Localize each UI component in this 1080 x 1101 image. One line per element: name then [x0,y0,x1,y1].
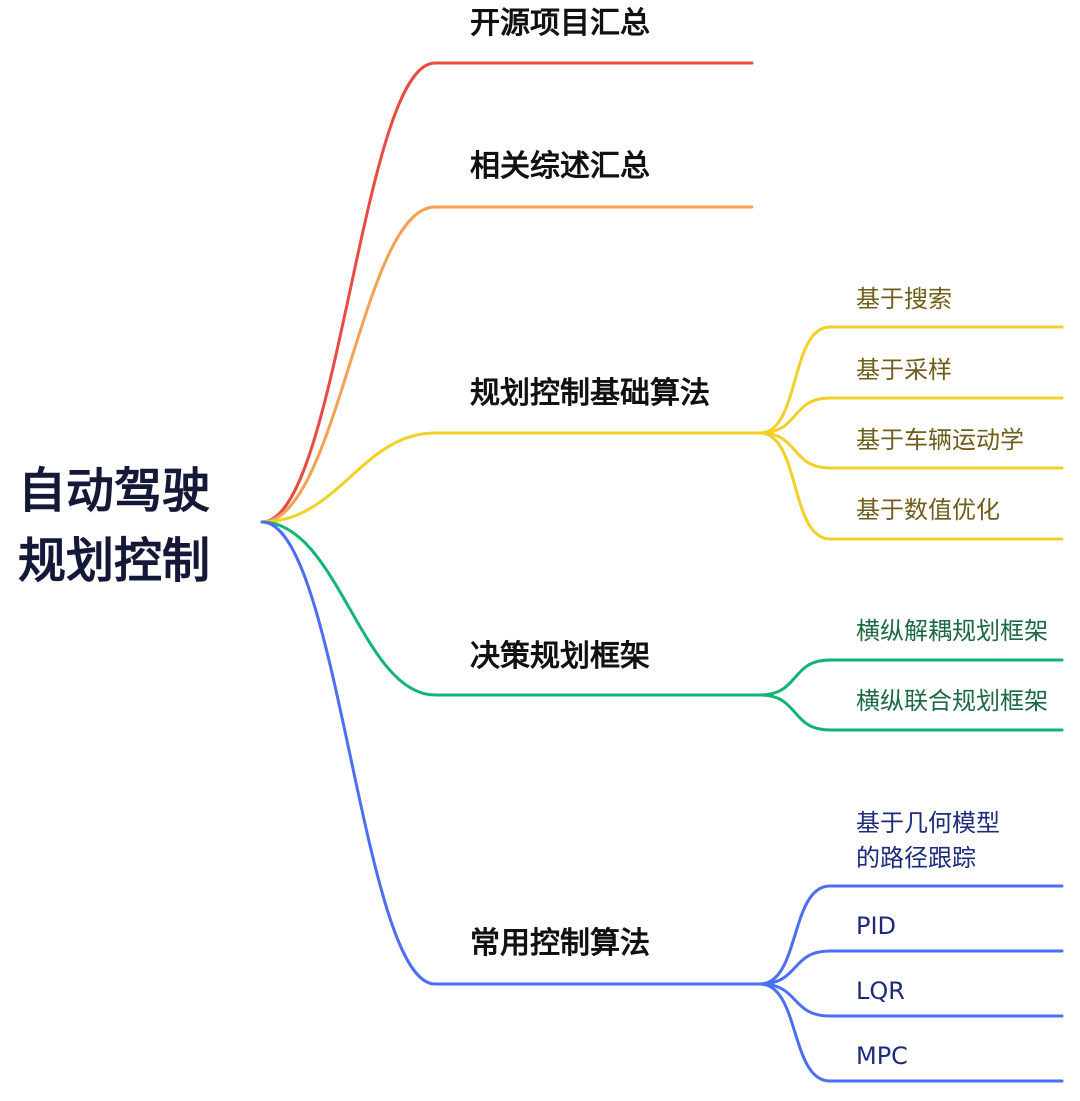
sub-label: LQR [856,977,905,1005]
sub-connector [758,431,1064,541]
sub-label: 基于搜索 [856,285,952,313]
branch-connector [260,205,754,524]
sub-connector [758,325,1064,435]
branch-connector [260,520,762,697]
branch-decision-planning-framework: 决策规划框架 横纵解耦规划框架 横纵联合规划框架 [260,520,1064,732]
sub-label: 基于车辆运动学 [856,426,1024,454]
branch-basic-algorithms: 规划控制基础算法 基于搜索 基于采样 基于车辆运动学 基于数值优化 [260,285,1064,541]
root-node: 自动驾驶 规划控制 [18,463,210,589]
sub-label: PID [856,912,896,940]
sub-label: 横纵解耦规划框架 [856,617,1048,645]
sub-connector [758,693,1064,732]
branch-label: 开源项目汇总 [470,6,650,41]
sub-connector [758,884,1064,986]
sub-label: 横纵联合规划框架 [856,687,1048,715]
root-title-line-1: 自动驾驶 [18,463,210,519]
sub-label: 基于采样 [856,356,952,384]
branch-label: 决策规划框架 [470,639,650,674]
sub-label-line-2: 的路径跟踪 [856,844,976,872]
sub-connector [758,949,1064,986]
sub-connector [758,431,1064,470]
branch-control-algorithms: 常用控制算法 基于几何模型 的路径跟踪 PID LQR MPC [260,520,1064,1083]
branch-survey-summary: 相关综述汇总 [260,149,754,524]
branch-open-source-projects: 开源项目汇总 [260,6,754,524]
sub-label-line-1: 基于几何模型 [856,809,1000,837]
branch-connector [260,520,762,986]
branch-label: 相关综述汇总 [470,149,650,184]
sub-connector [758,982,1064,1018]
branch-connector [260,431,762,524]
sub-connector [758,658,1064,697]
branch-connector [260,61,754,524]
branch-label: 规划控制基础算法 [470,376,710,411]
sub-label: 基于数值优化 [856,496,1000,524]
root-title-line-2: 规划控制 [18,533,210,589]
branch-label: 常用控制算法 [470,926,650,961]
sub-label: MPC [856,1042,908,1070]
sub-connector [758,396,1064,435]
sub-connector [758,982,1064,1083]
